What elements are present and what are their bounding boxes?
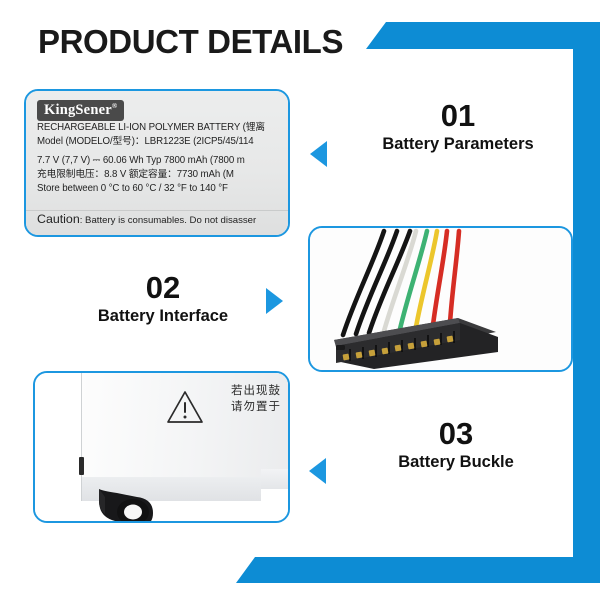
- battery-label-panel: KingSener® RECHARGEABLE LI-ION POLYMER B…: [24, 89, 290, 237]
- kingsener-logo: KingSener®: [37, 100, 125, 122]
- label-line-voltage: 7.7 V (7,7 V) ⎓ 60.06 Wh Typ 7800 mAh (7…: [37, 155, 245, 167]
- connector-photo: [310, 228, 571, 370]
- step-01-number: 01: [440, 98, 476, 133]
- battery-interface-panel: [308, 226, 573, 372]
- step-03-block: 03 Battery Buckle: [340, 416, 572, 472]
- decor-right-blue-bar: [573, 22, 600, 561]
- label-caution-lead: Caution: [37, 212, 80, 226]
- step-01-block: 01 Battery Parameters: [342, 98, 574, 154]
- buckle-photo: 若出现鼓 请勿置于: [35, 373, 288, 521]
- label-divider: [26, 210, 288, 211]
- label-line-model: Model (MODELO/型号)：LBR1223E (2ICP5/45/114: [37, 135, 254, 147]
- kingsener-logo-text: KingSener: [44, 102, 112, 118]
- decor-top-blue-bar: [366, 22, 600, 49]
- decor-bottom-blue-bar: [236, 557, 600, 583]
- label-line-chemistry: RECHARGEABLE LI-ION POLYMER BATTERY (锂离: [37, 122, 265, 134]
- battery-label-face: KingSener® RECHARGEABLE LI-ION POLYMER B…: [26, 91, 288, 235]
- step-03-number: 03: [438, 416, 474, 451]
- buckle-chinese-warning: 若出现鼓 请勿置于: [231, 383, 281, 415]
- step-02-number: 02: [145, 270, 181, 305]
- step-02-block: 02 Battery Interface: [52, 270, 274, 326]
- battery-shell-step: [261, 469, 288, 489]
- battery-buckle-grommet-icon: [99, 489, 153, 521]
- warning-triangle-icon: [167, 391, 203, 423]
- battery-shell-upper: [81, 373, 288, 477]
- battery-shell-notch: [79, 457, 84, 475]
- buckle-cn-line-1: 若出现鼓: [231, 385, 281, 397]
- connector-illustration: [334, 228, 498, 369]
- step-02-title: Battery Interface: [97, 306, 229, 325]
- label-caution-row: Caution: Battery is consumables. Do not …: [37, 210, 256, 228]
- label-caution-text: : Battery is consumables. Do not disasse…: [79, 215, 257, 226]
- triangle-left-icon-01: [310, 141, 327, 167]
- buckle-cn-line-2: 请勿置于: [231, 401, 281, 413]
- step-01-title: Battery Parameters: [382, 134, 534, 153]
- step-03-title: Battery Buckle: [398, 452, 514, 471]
- battery-buckle-panel: 若出现鼓 请勿置于: [33, 371, 290, 523]
- label-line-charge-cn: 充电限制电压：8.8 V 额定容量：7730 mAh (M: [37, 168, 234, 180]
- registered-mark-icon: ®: [111, 102, 118, 111]
- triangle-left-icon-03: [309, 458, 326, 484]
- label-line-storage: Store between 0 °C to 60 °C / 32 °F to 1…: [37, 182, 228, 194]
- triangle-right-icon-02: [266, 288, 283, 314]
- page-title: PRODUCT DETAILS: [38, 23, 344, 60]
